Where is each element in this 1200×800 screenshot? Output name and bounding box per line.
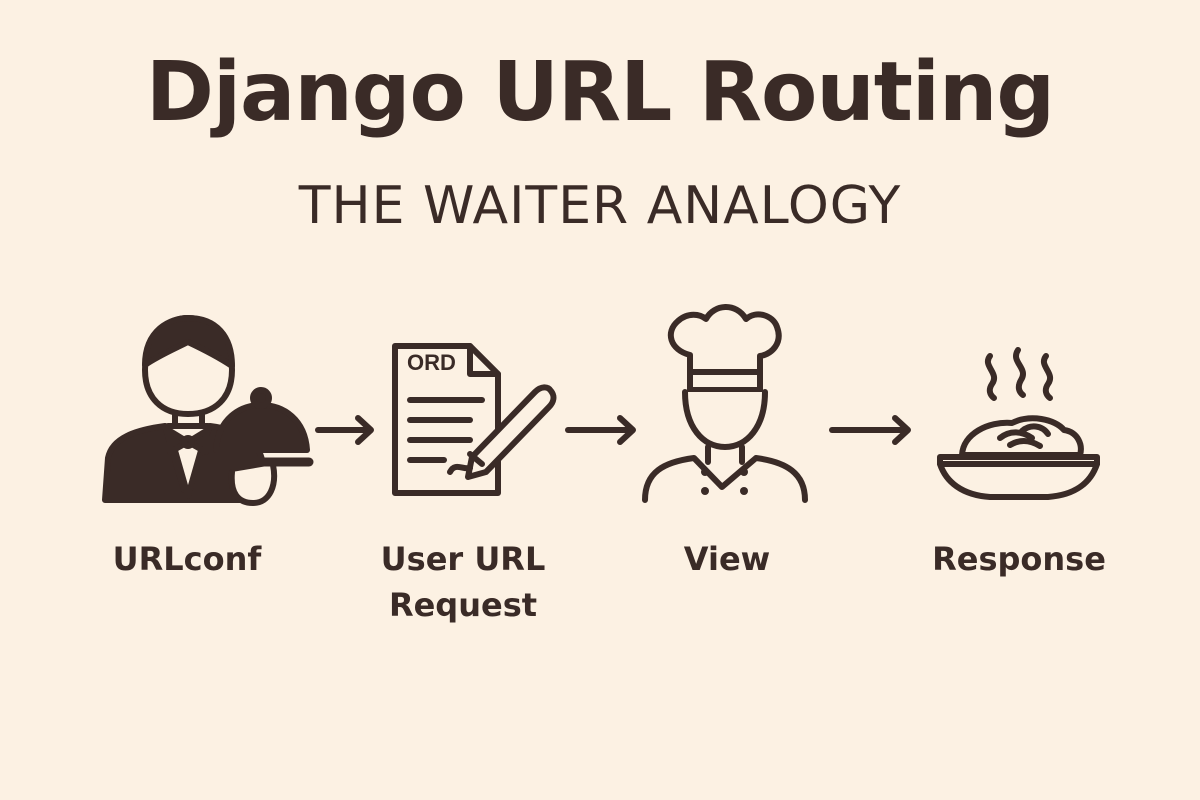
step-label-urlconf: URLconf	[112, 540, 262, 578]
arrow-2	[565, 415, 636, 445]
arrow-1	[315, 415, 374, 445]
step-label-user-url-request: User URL Request	[380, 540, 546, 624]
page-title: Django URL Routing	[145, 45, 1055, 140]
page-subtitle: THE WAITER ANALOGY	[298, 176, 902, 236]
order-document-icon-text: ORD	[407, 350, 456, 375]
step-label-response: Response	[932, 540, 1106, 578]
waiter-with-cloche-icon	[102, 315, 314, 506]
order-document-icon	[392, 343, 557, 496]
step-label-view: View	[683, 540, 771, 578]
food-bowl-icon	[937, 347, 1100, 500]
arrow-3	[829, 415, 911, 445]
chef-icon	[642, 304, 808, 503]
